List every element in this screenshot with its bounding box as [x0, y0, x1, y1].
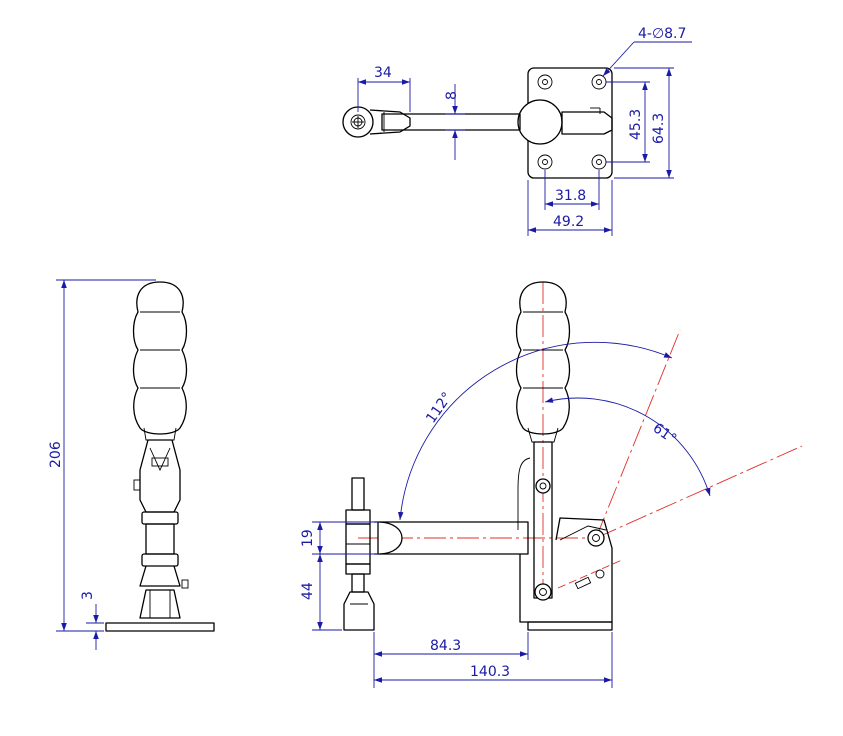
dim-8: 8: [444, 91, 460, 100]
front-base-plate: [527, 621, 613, 631]
dim-64-3: 64.3: [651, 113, 667, 144]
dim-84-3: 84.3: [430, 638, 461, 654]
dim-61: 61°: [650, 420, 680, 447]
arc-112: [397, 341, 673, 521]
open-angle-line-61: [595, 445, 803, 539]
side-view: 206 3: [48, 279, 215, 650]
dim-49-2: 49.2: [553, 214, 584, 230]
top-view: 34 8 4-∅8.7 45.3 64.3 31.8 49.2: [342, 26, 692, 236]
dim-140-3: 140.3: [470, 664, 510, 680]
spindle-rubber-tip: [343, 591, 375, 631]
dim-holes: 4-∅8.7: [638, 26, 686, 42]
dim-45-3: 45.3: [628, 109, 644, 140]
top-handle-knob: [517, 99, 563, 145]
arc-61: [544, 397, 711, 497]
side-base-plate: [105, 622, 215, 632]
side-handle-grip: [132, 281, 188, 435]
dim-206: 206: [48, 441, 64, 468]
dim-19: 19: [300, 529, 316, 547]
dim-44: 44: [300, 582, 316, 600]
front-arm: [374, 521, 529, 555]
dim-34: 34: [374, 65, 392, 81]
dim-112: 112°: [423, 389, 455, 426]
dim-31-8: 31.8: [555, 188, 586, 204]
dim-3: 3: [80, 591, 96, 600]
front-view: 112° 61° 19 44 84.3 140.3: [300, 281, 803, 688]
top-arm: [381, 113, 521, 131]
